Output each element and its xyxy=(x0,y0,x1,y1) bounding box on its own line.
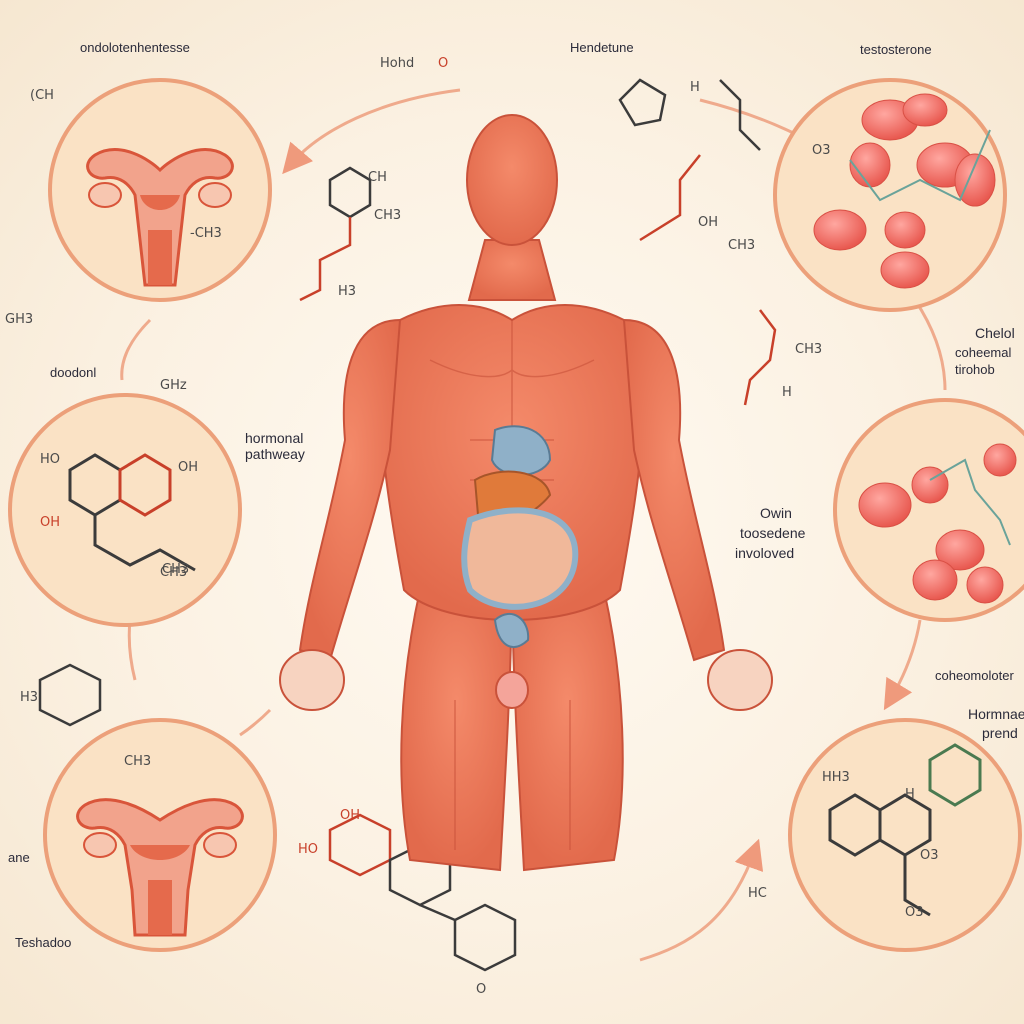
label-top-center: Hendetune xyxy=(570,40,634,55)
circle-right-mid xyxy=(833,398,1024,622)
chem-label-8: CH3 xyxy=(728,238,756,253)
circle-top-right xyxy=(773,78,1007,312)
uterus-icon xyxy=(86,148,234,287)
circle-bottom-right xyxy=(788,718,1022,952)
arrow-left-mid xyxy=(120,318,152,381)
intestines-icon xyxy=(461,507,579,610)
chem-label-14: OH xyxy=(40,515,61,530)
cell-cluster-right-mid xyxy=(858,443,1017,604)
circle-bottom-left xyxy=(43,718,277,952)
chem-label-22: HH3 xyxy=(822,770,850,785)
muscular-human-figure xyxy=(279,114,773,872)
stomach-icon xyxy=(490,425,552,476)
label-top-left: ondolotenhentesse xyxy=(80,40,190,55)
uterus-icon-2 xyxy=(76,798,244,937)
organs xyxy=(461,425,579,709)
chem-label-26: O3 xyxy=(812,143,831,158)
label-left-lower: ane xyxy=(8,850,30,865)
chem-label-4: CH xyxy=(368,170,387,185)
label-right-upper-a: Chelol xyxy=(975,325,1015,341)
label-bottom-left: Teshadoo xyxy=(15,935,72,950)
chem-label-13: HO xyxy=(40,452,61,467)
chem-label-17: GHz xyxy=(160,378,187,393)
label-right-mid-b: toosedene xyxy=(740,525,806,541)
bladder-icon xyxy=(493,613,530,649)
label-right-bottom-a: Hormnae xyxy=(968,706,1024,722)
arrow-right-upper xyxy=(913,299,947,391)
arrow-bottom-left xyxy=(239,708,272,737)
label-right-mid-c: involoved xyxy=(735,545,795,561)
chem-label-24: O3 xyxy=(920,848,939,863)
steroid-structure-right xyxy=(828,743,982,917)
chem-label-25: HC xyxy=(748,886,767,901)
arrow-bottom-right xyxy=(639,838,764,962)
chem-label-3: O xyxy=(438,56,449,71)
chem-label-1: (CH xyxy=(30,88,54,103)
chem-label-20: CH3 xyxy=(124,754,152,769)
chem-label-18: HO xyxy=(298,842,319,857)
chem-label-23: H xyxy=(905,787,915,802)
circle-left-mid xyxy=(8,393,242,627)
chem-label-29: -CH3 xyxy=(190,226,222,241)
label-right-mid-a: Owin xyxy=(760,505,792,521)
testes-icon xyxy=(495,671,529,709)
chem-label-2: Hohd xyxy=(380,56,415,71)
chem-label-19: OH xyxy=(340,808,361,823)
label-right-bottom-b: prend xyxy=(982,725,1018,741)
chem-structures xyxy=(38,78,777,972)
chem-label-12: OH xyxy=(178,460,199,475)
arrow-top-left xyxy=(282,88,461,175)
label-hormonal-pathway: hormonal pathweay xyxy=(245,430,305,462)
cell-cluster-top-right xyxy=(813,93,996,289)
arrow-left-lower xyxy=(127,619,137,681)
chem-label-10: H xyxy=(690,80,700,95)
chem-label-30: H3 xyxy=(20,690,39,705)
label-right-lower: coheomoloter xyxy=(935,668,1014,683)
label-right-upper-c: tirohob xyxy=(955,362,995,377)
chem-label-9: CH3 xyxy=(795,342,823,357)
chem-label-5: CH3 xyxy=(374,208,402,223)
label-top-right: testosterone xyxy=(860,42,932,57)
cycle-arrows xyxy=(120,88,947,962)
chem-label-6: H3 xyxy=(338,284,357,299)
label-right-upper-b: coheemal xyxy=(955,345,1012,360)
label-left-mid: doodonl xyxy=(50,365,97,380)
arrow-right-mid xyxy=(883,619,922,711)
chem-label-11: H xyxy=(782,385,792,400)
chem-label-7: OH xyxy=(698,215,719,230)
chem-label-27: O3 xyxy=(905,905,924,920)
circle-top-left xyxy=(48,78,272,302)
steroid-structure-left xyxy=(68,453,196,572)
chem-label-21: O xyxy=(476,982,487,997)
chem-label-15: GH3 xyxy=(5,312,34,327)
chem-label-16: CH3 xyxy=(160,565,188,580)
chem-label-28: CH3 xyxy=(162,562,190,577)
